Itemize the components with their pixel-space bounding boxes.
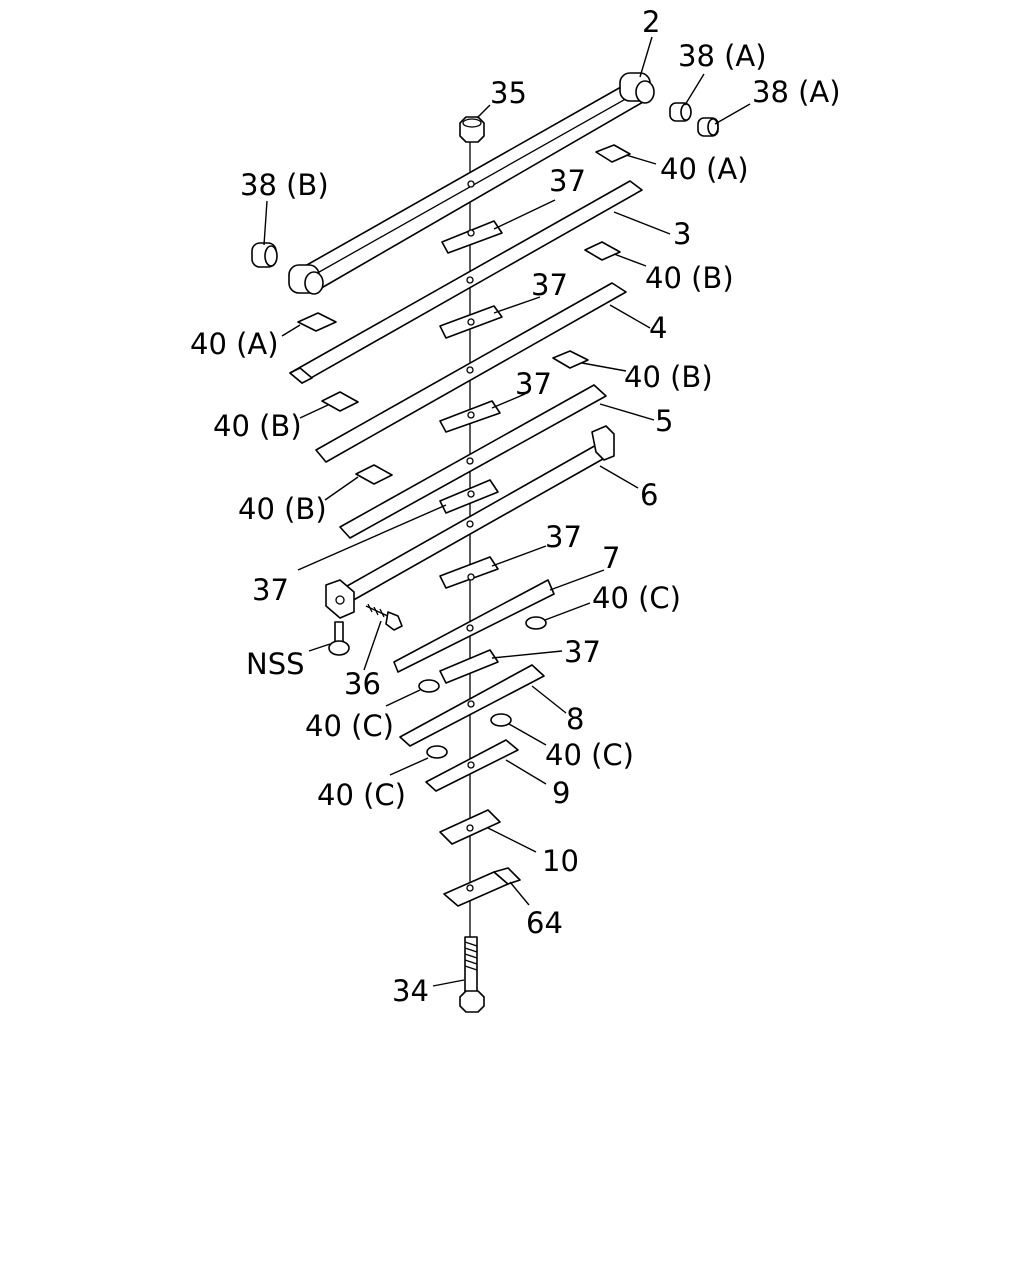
bracket-64: [443, 867, 521, 907]
label-36: 36: [344, 667, 381, 701]
label-38a-2: 38 (A): [752, 75, 841, 109]
label-6: 6: [640, 478, 658, 512]
label-37-4: 37: [545, 520, 582, 554]
label-37-2: 37: [531, 268, 568, 302]
label-40b-left1: 40 (B): [213, 409, 302, 443]
label-8: 8: [566, 702, 584, 736]
pad-40b-2: [552, 350, 589, 369]
pad-40c-2: [418, 679, 440, 693]
nss-bolt: [328, 621, 350, 656]
bushing-38a-2: [697, 117, 719, 137]
leader-lines: [263, 36, 751, 987]
leaf-3: [289, 180, 643, 384]
bolt-36: [365, 603, 403, 631]
label-2: 2: [642, 5, 660, 39]
label-9: 9: [552, 776, 570, 810]
pad-40a-top: [595, 144, 631, 163]
label-37-6: 37: [564, 635, 601, 669]
label-35: 35: [490, 76, 527, 110]
label-34: 34: [392, 974, 429, 1008]
leaf-6: [339, 425, 615, 603]
label-38b: 38 (B): [240, 168, 329, 202]
label-40c-2: 40 (C): [305, 709, 394, 743]
callout-labels: 2 38 (A) 38 (A) 35 40 (A) 38 (B) 37 3 40…: [190, 5, 841, 1008]
rebound-clip: [325, 579, 355, 619]
label-nss: NSS: [246, 647, 305, 681]
liner-37-on-7: [439, 556, 499, 589]
pad-40c-3: [490, 713, 512, 727]
label-40b-2: 40 (B): [624, 360, 713, 394]
label-40b-1: 40 (B): [645, 261, 734, 295]
label-40a-left: 40 (A): [190, 327, 279, 361]
pad-40a-left: [297, 312, 337, 332]
label-7: 7: [602, 541, 620, 575]
pad-40b-left1: [321, 391, 359, 412]
pad-40b-left2: [355, 464, 393, 485]
label-10: 10: [542, 844, 579, 878]
label-40c-1: 40 (C): [592, 581, 681, 615]
bushing-38a-1: [669, 102, 692, 122]
label-40c-3: 40 (C): [545, 738, 634, 772]
leaf-7: [393, 556, 555, 673]
label-40b-left2: 40 (B): [238, 492, 327, 526]
liner-37-bottom: [439, 649, 499, 684]
label-5: 5: [655, 404, 673, 438]
center-bolt-34: [459, 936, 485, 1013]
pad-40b-1: [584, 241, 621, 261]
pad-40c-4: [426, 745, 448, 759]
label-37-3: 37: [515, 367, 552, 401]
bushing-38b: [251, 242, 278, 268]
nut-35: [459, 116, 485, 143]
label-38a-1: 38 (A): [678, 39, 767, 73]
label-40c-4: 40 (C): [317, 778, 406, 812]
liner-37-on-3: [441, 220, 503, 254]
label-37-1: 37: [549, 164, 586, 198]
main-leaf-2: [288, 72, 655, 295]
label-3: 3: [673, 217, 691, 251]
pad-40c-1: [525, 616, 547, 630]
leaf-4: [315, 282, 627, 463]
label-37-5: 37: [252, 573, 289, 607]
label-64: 64: [526, 906, 563, 940]
leaf-5: [339, 384, 607, 539]
label-40a-top: 40 (A): [660, 152, 749, 186]
label-4: 4: [649, 311, 667, 345]
